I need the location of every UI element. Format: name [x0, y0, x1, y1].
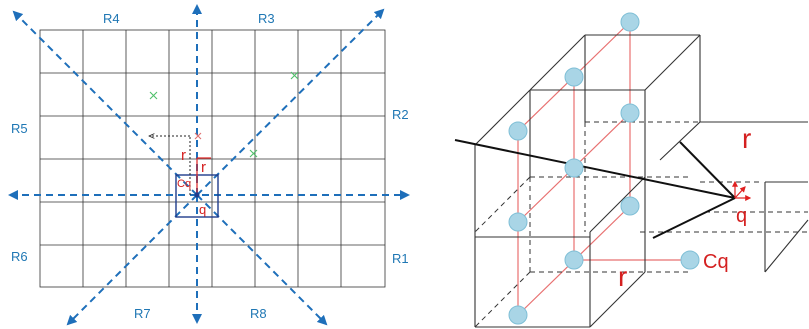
x-mark [194, 132, 202, 140]
sphere [564, 67, 584, 87]
region-label-r1: R1 [392, 251, 409, 266]
axis-diag-up-right [196, 8, 385, 196]
center-label: Cq [703, 251, 729, 273]
sphere [620, 196, 640, 216]
query-label: q [199, 202, 206, 217]
query-point [194, 192, 200, 198]
region-label-r3: R3 [258, 11, 275, 26]
dashed-axes [8, 4, 410, 326]
region-label-r7: R7 [134, 306, 151, 321]
axis-diag-down-left [66, 194, 198, 326]
radius-label-top: r [742, 123, 751, 154]
right-3d-diagram: r r q Cq [454, 12, 809, 328]
region-label-r8: R8 [250, 306, 267, 321]
radius-label-bottom: r [618, 261, 627, 292]
region-label-r6: R6 [11, 249, 28, 264]
sphere [564, 250, 584, 270]
sphere [508, 121, 528, 141]
radius-guide [149, 136, 191, 195]
x-mark [149, 91, 158, 100]
axis-diag-up-left [12, 10, 198, 196]
sphere-center [680, 250, 700, 270]
grid [39, 29, 386, 288]
region-label-r5: R5 [11, 121, 28, 136]
x-mark [249, 149, 258, 158]
lattice-red-lines [517, 21, 690, 316]
sample-points [149, 71, 299, 158]
region-label-r4: R4 [103, 11, 120, 26]
radius-label-2: r [201, 159, 206, 176]
cube-hidden-edges [474, 121, 808, 328]
sphere [564, 158, 584, 178]
region-label-r2: R2 [392, 107, 409, 122]
x-mark [290, 71, 299, 80]
cube-edges [474, 34, 809, 328]
sphere [508, 305, 528, 325]
sight-lines [454, 139, 736, 239]
sphere [508, 212, 528, 232]
query-label: q [736, 205, 747, 227]
sphere [620, 103, 640, 123]
red-radius [196, 157, 211, 195]
radius-label-1: r [181, 147, 186, 164]
left-grid-diagram: r r Cq q R1 R2 R3 R4 R5 R6 R7 R8 [8, 4, 410, 326]
query-arrows [732, 180, 752, 201]
lattice-spheres [508, 12, 700, 325]
center-label: Cq [177, 178, 191, 190]
sphere [620, 12, 640, 32]
axis-diag-down-right [196, 194, 328, 326]
